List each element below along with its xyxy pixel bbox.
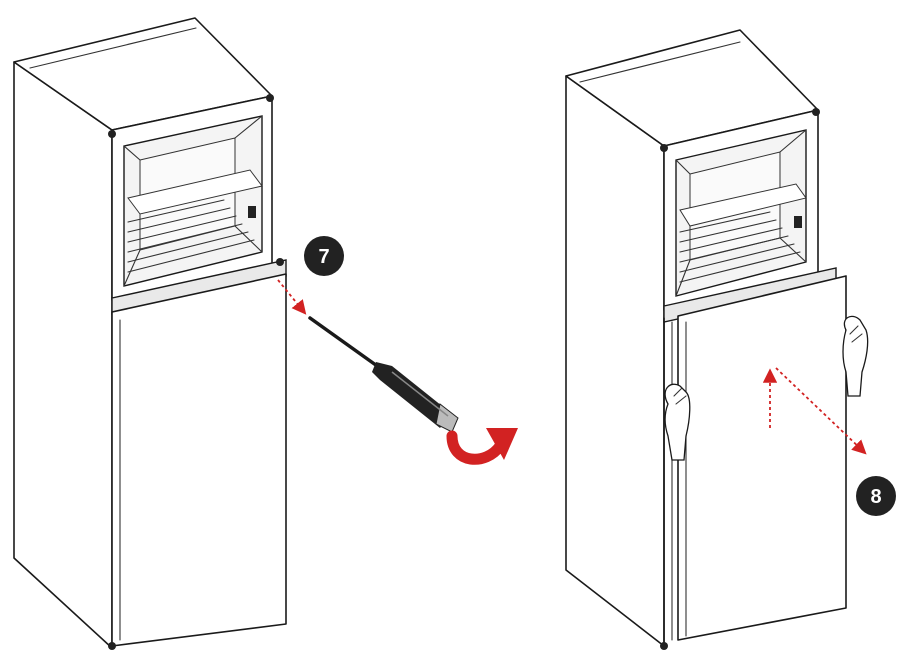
screwdriver-icon <box>308 315 459 433</box>
hand-icon <box>664 383 691 461</box>
fridge-left <box>13 17 287 650</box>
wire-rack <box>679 211 801 283</box>
step-7-label: 7 <box>318 246 329 268</box>
step-8-badge: 8 <box>856 476 896 516</box>
screw-direction-arrow <box>277 279 307 315</box>
step-8-label: 8 <box>870 486 881 508</box>
wire-rack <box>127 199 255 273</box>
pull-away-arrow <box>775 367 867 455</box>
rotate-arrow-icon <box>446 428 518 465</box>
hand-icon <box>842 315 869 397</box>
fridge-right <box>565 29 847 650</box>
step-7-badge: 7 <box>304 236 344 276</box>
